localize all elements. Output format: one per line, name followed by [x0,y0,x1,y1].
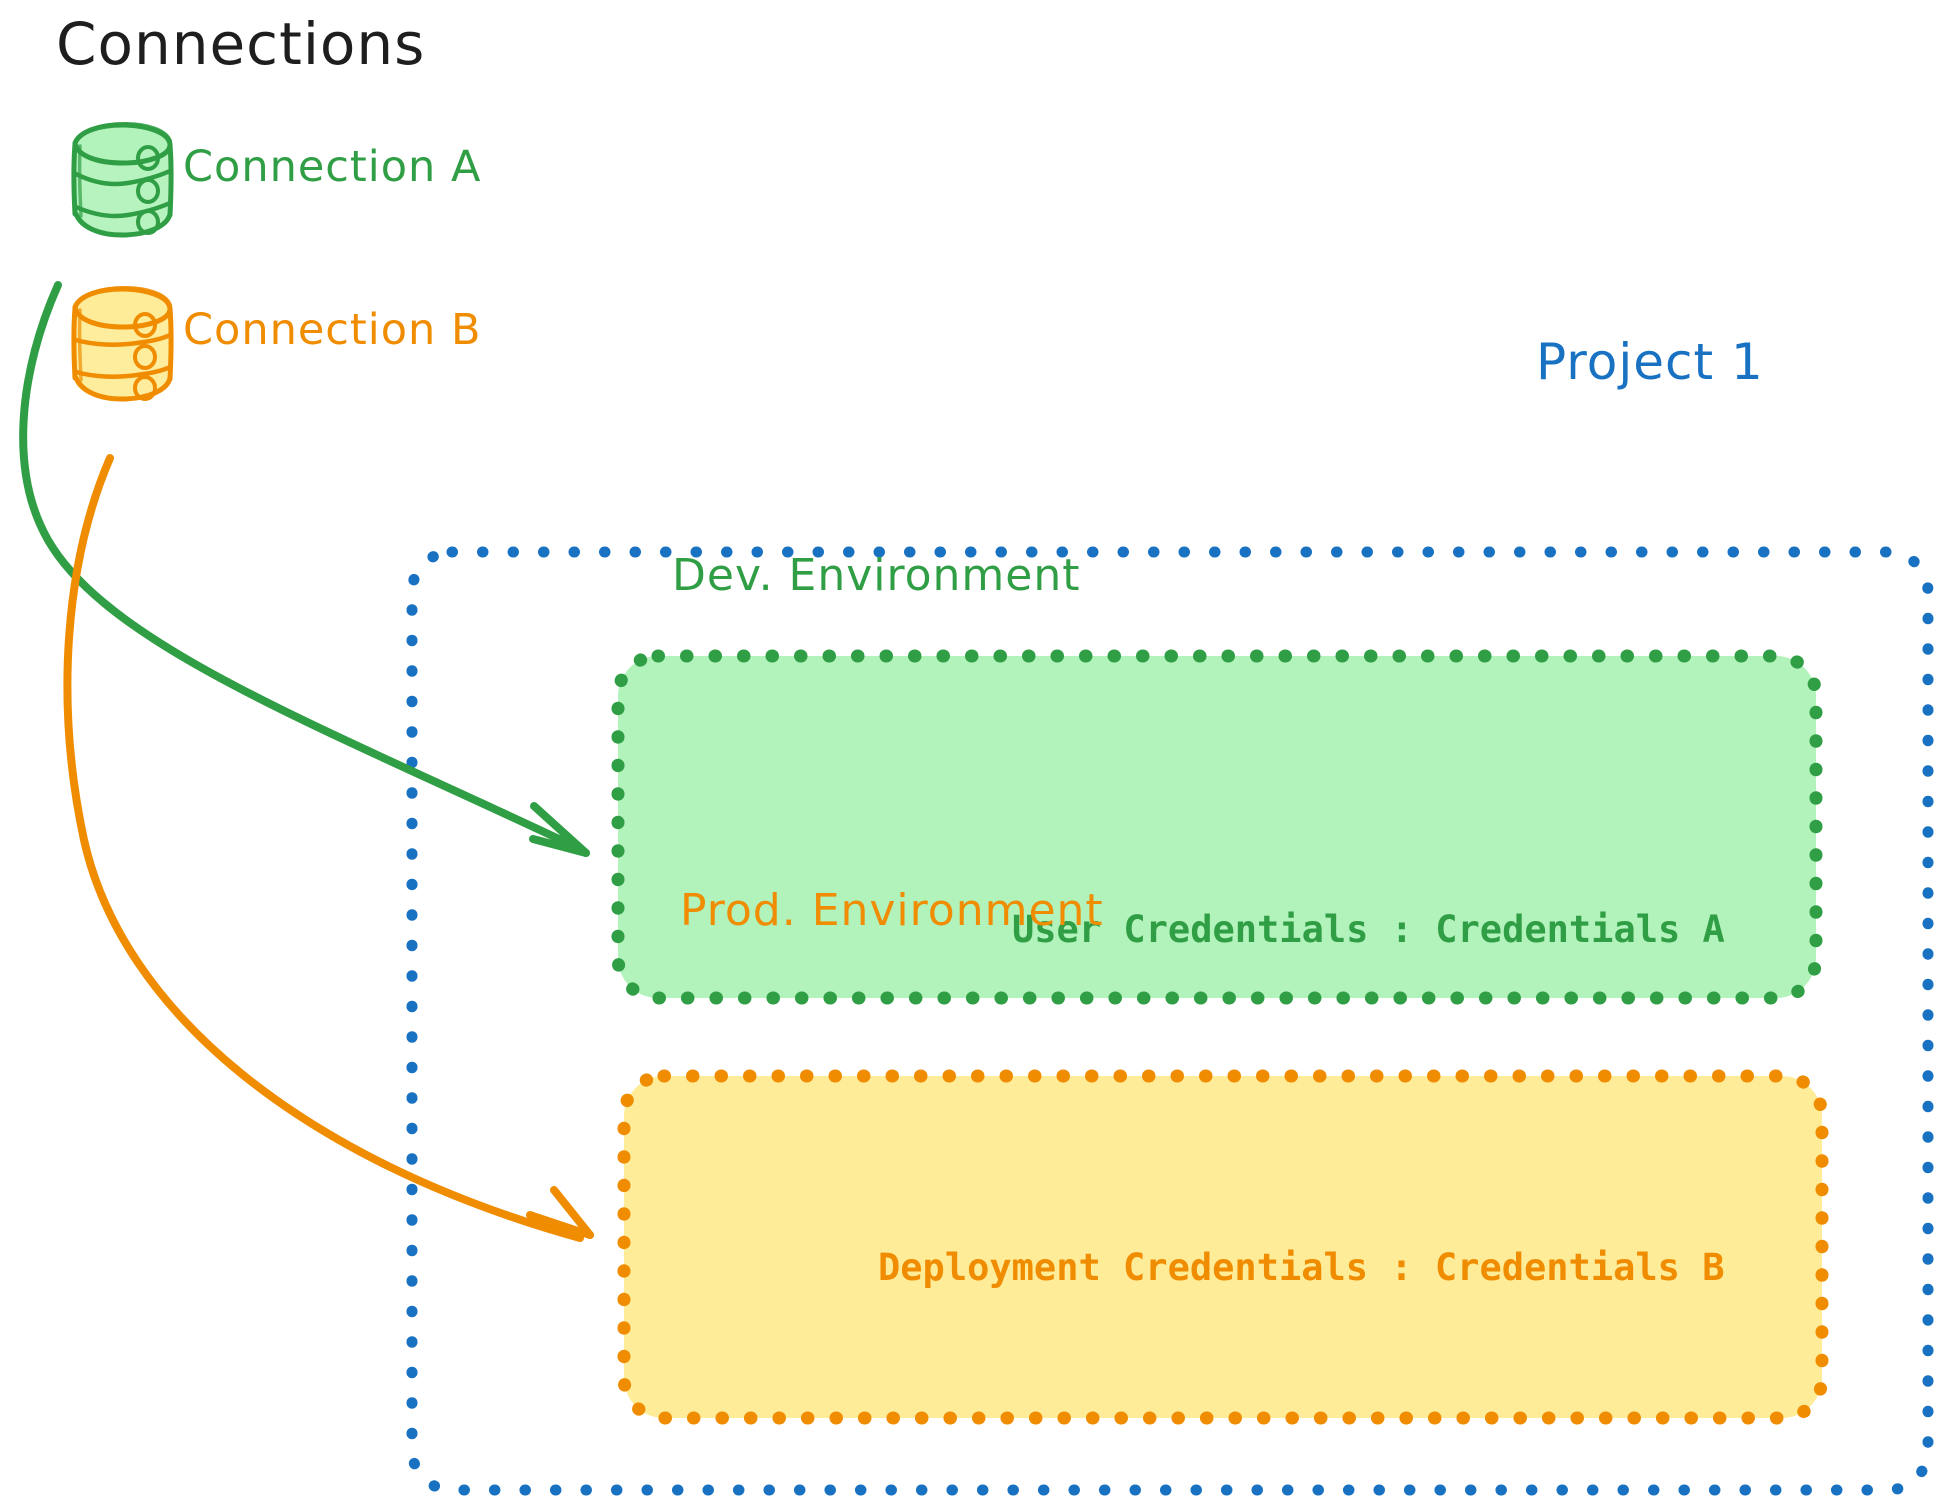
project-container-border [406,546,1934,1496]
database-cylinder-icon-connection-b[interactable] [71,285,174,402]
cylinder-a-left-wall [71,141,78,217]
cylinder-a-bottom [73,211,173,238]
prod-environment-credentials: Deployment Credentials : Credentials B [878,1246,1725,1289]
dev-environment-fill [618,656,1816,998]
cylinder-a-top-sketch [75,121,172,143]
cylinder-b-led-3 [133,375,157,401]
cylinder-a-band-1 [73,168,173,187]
cylinder-b-left-wall-sketch [77,308,83,382]
database-cylinder-icon-connection-a[interactable] [71,121,174,238]
arrow-connection-a-head-upper [530,802,590,857]
cylinder-a-led-2 [136,178,160,204]
dev-environment-box[interactable] [611,649,1823,1005]
cylinder-b-bottom [73,375,173,402]
cylinder-a-right-wall [167,142,174,218]
arrow-connection-b-path [63,454,584,1242]
cylinder-a-left-wall-sketch [77,144,83,218]
cylinder-a-led-1 [136,145,160,171]
cylinder-a-led-3 [136,209,160,235]
cylinder-b-led-1 [133,312,157,338]
cylinder-a-band-2 [73,200,173,219]
dev-environment-credentials: User Credentials : Credentials A [1012,908,1725,951]
page-title: Connections [56,10,426,78]
cylinder-b-left-wall [71,305,78,381]
prod-environment-fill [624,1076,1822,1418]
dev-environment-title: Dev. Environment [672,550,1081,601]
arrow-connection-a-to-dev [19,281,590,857]
arrow-connection-a-head-lower [529,835,590,857]
arrow-connection-a-path [19,281,582,852]
cylinder-b-right-wall [167,306,174,382]
cylinder-b-band-2 [73,364,173,379]
dev-environment-border [611,649,1823,1005]
cylinder-b-led-2 [133,344,157,370]
connection-a-label[interactable]: Connection A [183,142,482,192]
connection-b-label[interactable]: Connection B [183,305,482,355]
arrow-connection-b-head-lower [526,1211,594,1239]
prod-environment-box[interactable] [617,1069,1829,1425]
prod-environment-title: Prod. Environment [680,885,1104,936]
cylinder-b-band-1 [73,332,173,347]
arrow-connection-b-head-upper [550,1186,594,1239]
arrow-connection-b-to-prod [63,454,594,1242]
project-container[interactable] [406,546,1934,1496]
cylinder-b-top-sketch [75,285,172,307]
prod-environment-border [617,1069,1829,1425]
project-title: Project 1 [1536,333,1764,391]
